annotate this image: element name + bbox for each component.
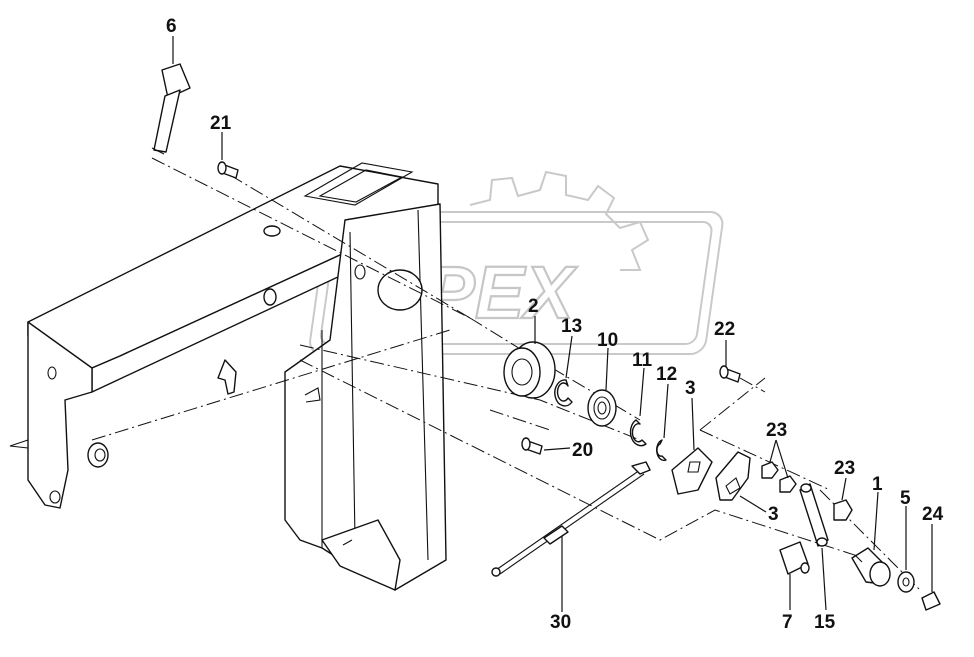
callout-10: 10 [597,330,618,351]
part-23-nuts [761,461,853,521]
callout-24: 24 [922,504,944,525]
callout-20: 20 [572,440,593,461]
callout-13: 13 [561,316,582,337]
callout-5: 5 [900,488,911,509]
part-15-link-pin [799,483,829,547]
callout-2: 2 [528,296,539,317]
part-22-screw [719,365,741,383]
watermark-gear [469,170,650,271]
callout-23-right: 23 [834,458,855,479]
callout-11: 11 [632,350,653,371]
part-11-snap-ring [629,419,647,447]
callout-22: 22 [714,319,735,340]
part-3-lever-plate-lower [715,451,751,501]
part-6-handle [151,63,191,155]
part-12-clip [656,439,667,462]
callout-15: 15 [814,612,836,633]
callout-1: 1 [872,474,883,495]
part-30-cable-rod [491,461,651,577]
part-7-bushing [779,541,810,575]
callout-7: 7 [782,612,793,633]
main-frame [9,162,447,591]
part-2-bearing-housing [503,341,556,399]
leader-lines [172,36,933,612]
part-10-ball-bearing [587,389,617,427]
callout-12: 12 [656,364,677,385]
part-5-washer [897,571,915,593]
part-3-cam-plate-upper [671,447,713,495]
part-13-retaining-ring [554,379,573,407]
callout-3-lower: 3 [768,504,779,525]
callout-3-upper: 3 [685,378,696,399]
callout-30: 30 [550,612,571,633]
callout-labels: 6 21 2 13 10 11 12 3 22 20 23 23 1 5 24 … [166,16,944,633]
callout-6: 6 [166,16,177,37]
part-21-screw [217,161,239,179]
part-1-knob [851,547,891,587]
callout-23-left: 23 [766,420,787,441]
part-20-screw [521,437,543,455]
callout-21: 21 [210,113,232,134]
part-24-screw [921,591,941,611]
